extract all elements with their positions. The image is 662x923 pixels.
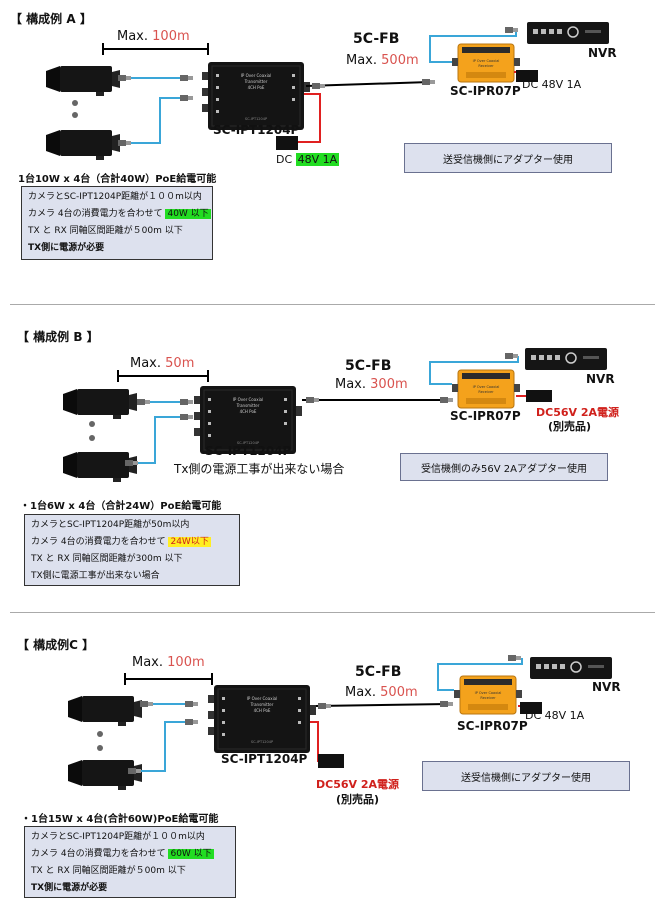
power-adapter-icon bbox=[318, 754, 344, 768]
section-c-graphics bbox=[68, 655, 613, 790]
section-b-header: 【 構成例 B 】 bbox=[17, 330, 99, 344]
cable-type-c: 5C-FB bbox=[355, 664, 402, 680]
spec-highlight: 40W 以下 bbox=[165, 209, 211, 219]
spec-line: TX側に電源が必要 bbox=[28, 243, 105, 253]
receiver-label-b: SC-IPR07P bbox=[450, 409, 521, 423]
nvr-recorder-icon bbox=[524, 347, 608, 371]
max-prefix: Max. bbox=[117, 29, 149, 44]
camera-distance-label-a: Max. 100m bbox=[117, 29, 190, 44]
spec-line: カメラとSC-IPT1204P距離が１００m以内 bbox=[28, 192, 202, 202]
transmitter-device-icon bbox=[201, 61, 311, 131]
poe-line-a: 1台10W x 4台（合計40W）PoE給電可能 bbox=[18, 174, 217, 185]
camera-icon bbox=[68, 760, 142, 790]
coax-distance-label-c: Max. 500m bbox=[345, 685, 418, 700]
spec-line: カメラ 4台の消費電力を合わせて 24W以下 bbox=[31, 537, 211, 547]
nvr-label-c: NVR bbox=[592, 680, 621, 694]
spec-box-a: カメラとSC-IPT1204P距離が１００m以内 カメラ 4台の消費電力を合わせ… bbox=[21, 186, 213, 260]
note-box-c: 送受信機側にアダプター使用 bbox=[422, 761, 630, 791]
spec-line: カメラとSC-IPT1204P距離が50m以内 bbox=[31, 520, 190, 530]
camera-icon bbox=[46, 130, 120, 160]
spec-box-b: カメラとSC-IPT1204P距離が50m以内 カメラ 4台の消費電力を合わせて… bbox=[24, 514, 240, 586]
section-a-header: 【 構成例 A 】 bbox=[10, 12, 92, 26]
receiver-device-icon bbox=[451, 369, 521, 409]
nvr-label-b: NVR bbox=[586, 372, 615, 386]
power-adapter-icon bbox=[526, 390, 552, 402]
max-value: 100m bbox=[152, 29, 190, 44]
receiver-device-icon bbox=[453, 675, 523, 715]
camera-distance-label-b: Max. 50m bbox=[130, 356, 195, 371]
note-box-b: 受信機側のみ56V 2Aアダプター使用 bbox=[400, 453, 608, 481]
spec-highlight: 24W以下 bbox=[168, 537, 211, 547]
spec-box-c: カメラとSC-IPT1204P距離が１００m以内 カメラ 4台の消費電力を合わせ… bbox=[24, 826, 236, 898]
camera-icon bbox=[63, 452, 137, 482]
cable-type-a: 5C-FB bbox=[353, 31, 400, 47]
receiver-device-icon bbox=[451, 43, 521, 83]
spec-line: TX側に電源工事が出来ない場合 bbox=[31, 571, 160, 581]
section-divider bbox=[10, 304, 655, 305]
section-b-graphics bbox=[63, 347, 608, 482]
rx-power-b: DC56V 2A電源 bbox=[536, 406, 620, 419]
note-box-a: 送受信機側にアダプター使用 bbox=[404, 143, 612, 173]
spec-line: TX と RX 同軸区間距離が300m 以下 bbox=[31, 554, 183, 564]
poe-line-b: ・1台6W x 4台（合計24W）PoE給電可能 bbox=[20, 501, 222, 512]
coax-cable-a bbox=[305, 81, 431, 87]
spec-line: カメラ 4台の消費電力を合わせて 60W 以下 bbox=[31, 849, 214, 859]
coax-cable-c bbox=[315, 703, 449, 707]
coax-distance-label-b: Max. 300m bbox=[335, 377, 408, 392]
section-c-header: 【 構成例C 】 bbox=[17, 638, 95, 652]
rx-power-sub-b: (別売品) bbox=[548, 420, 592, 433]
tx-note-b: Tx側の電源工事が出来ない場合 bbox=[174, 462, 345, 476]
section-a-graphics bbox=[46, 21, 610, 160]
receiver-label-c: SC-IPR07P bbox=[457, 719, 528, 733]
transmitter-label-a: SC-IPT1204P bbox=[213, 123, 300, 137]
power-adapter-icon bbox=[516, 70, 538, 82]
spec-highlight: 60W 以下 bbox=[168, 849, 214, 859]
camera-icon bbox=[46, 66, 120, 96]
rx-power-a: DC 48V 1A bbox=[522, 78, 582, 91]
spec-line: カメラ 4台の消費電力を合わせて 40W 以下 bbox=[28, 209, 211, 219]
tx-power-a: DC 48V 1A bbox=[276, 153, 340, 166]
tx-power-sub-c: (別売品) bbox=[336, 793, 380, 806]
tx-power-c: DC56V 2A電源 bbox=[316, 778, 400, 791]
camera-icon bbox=[68, 696, 142, 726]
spec-line: TX と RX 同軸区間距離が５00m 以下 bbox=[28, 226, 183, 236]
transmitter-label-c: SC-IPT1204P bbox=[221, 752, 308, 766]
spec-line: TX と RX 同軸区間距離が５00m 以下 bbox=[31, 866, 186, 876]
coax-distance-label-a: Max. 500m bbox=[346, 53, 419, 68]
nvr-label-a: NVR bbox=[588, 46, 617, 60]
cable-type-b: 5C-FB bbox=[345, 358, 392, 374]
receiver-label-a: SC-IPR07P bbox=[450, 84, 521, 98]
transmitter-label-b: SC-IPT1204P bbox=[205, 444, 292, 458]
camera-icon bbox=[63, 389, 137, 419]
rx-power-c: DC 48V 1A bbox=[525, 709, 585, 722]
section-divider bbox=[10, 612, 655, 613]
power-adapter-icon bbox=[276, 136, 298, 150]
transmitter-device-icon bbox=[207, 684, 317, 754]
power-adapter-icon bbox=[520, 702, 542, 714]
spec-line: カメラとSC-IPT1204P距離が１００m以内 bbox=[31, 832, 205, 842]
nvr-recorder-icon bbox=[526, 21, 610, 45]
camera-distance-label-c: Max. 100m bbox=[132, 655, 205, 670]
poe-line-c: ・1台15W x 4台(合計60W)PoE給電可能 bbox=[21, 814, 219, 825]
spec-line: TX側に電源が必要 bbox=[31, 883, 108, 893]
nvr-recorder-icon bbox=[529, 656, 613, 680]
